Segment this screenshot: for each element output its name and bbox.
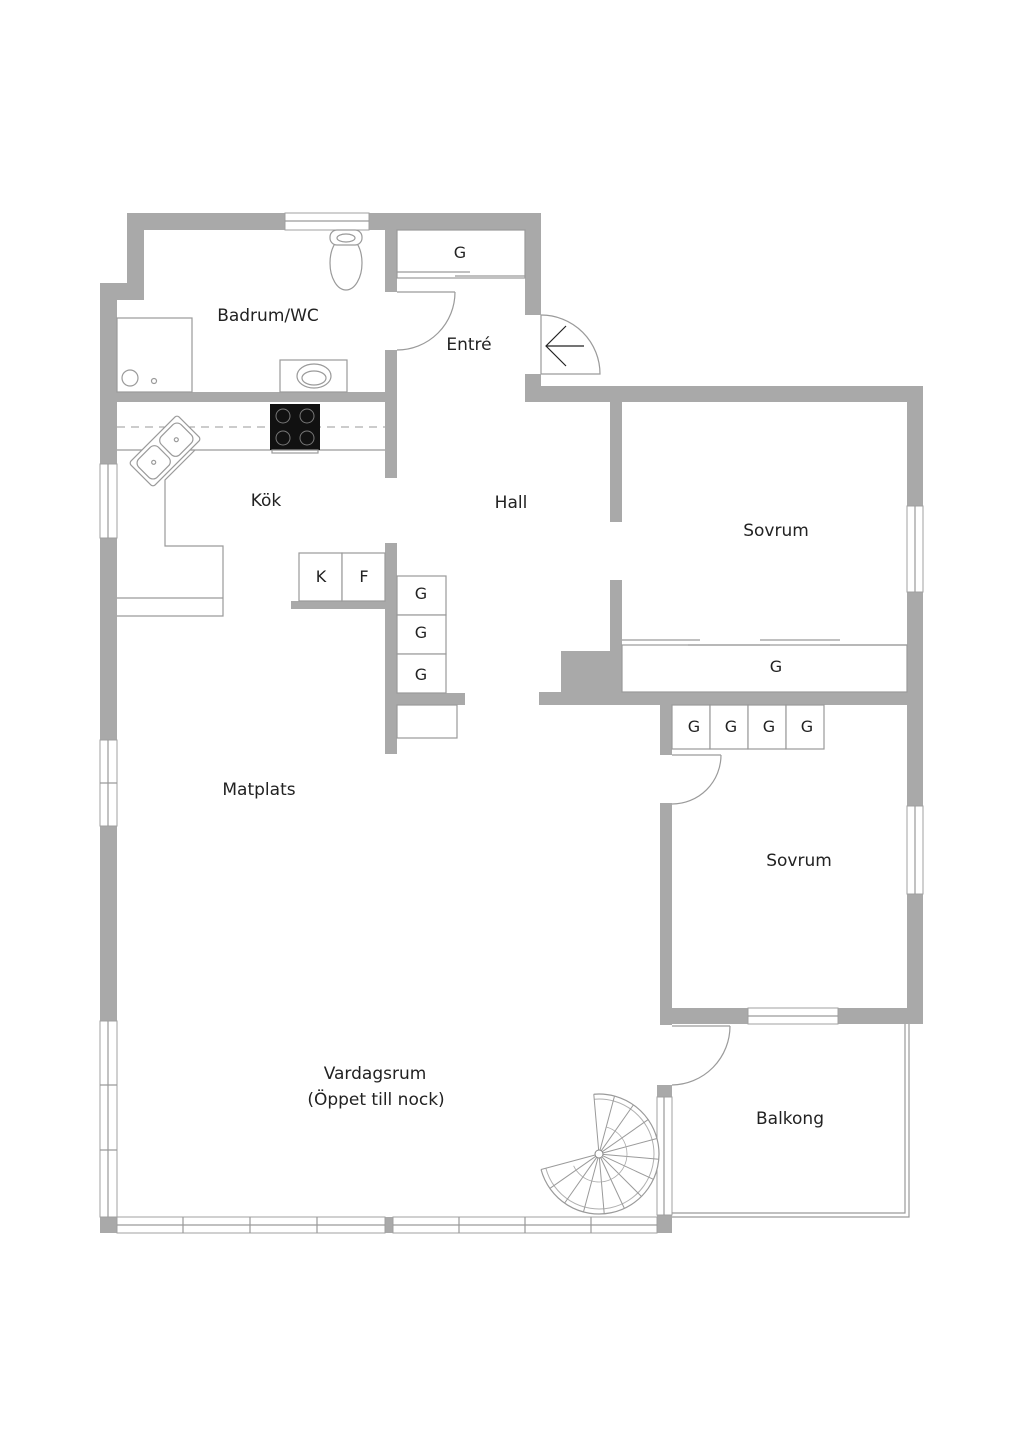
wall-sovrum1-left-upper xyxy=(610,402,622,522)
stair-tread xyxy=(582,1157,599,1213)
stair-tread xyxy=(600,1157,625,1209)
door-bathroom xyxy=(396,291,456,351)
hall-cabinet xyxy=(396,704,458,739)
closet-hall-2 xyxy=(396,614,447,655)
label-g-sovrum2-1: G xyxy=(688,717,700,736)
closet-sovrum2-1 xyxy=(671,704,711,750)
wall-sovrum1-top xyxy=(525,386,923,402)
bathroom-fixtures xyxy=(116,229,363,393)
kitchen xyxy=(117,404,385,617)
label-kyl: K xyxy=(316,567,327,586)
wall-balcony-left-upper xyxy=(657,1085,672,1097)
label-hall: Hall xyxy=(495,493,528,513)
stair-tread xyxy=(540,1154,596,1171)
entrance-wardrobe xyxy=(396,229,526,279)
stair-tread xyxy=(602,1137,658,1154)
label-matplats: Matplats xyxy=(222,780,295,800)
stair-pole xyxy=(594,1149,604,1159)
label-badrum: Badrum/WC xyxy=(217,306,319,326)
wardrobe-sovrum1 xyxy=(621,644,908,693)
hall-storage xyxy=(298,552,458,739)
label-sovrum1: Sovrum xyxy=(743,521,809,541)
wall-bath-right-lower xyxy=(385,350,397,478)
sovrum1-wardrobe xyxy=(621,639,908,693)
wall-pillar xyxy=(561,651,622,692)
stair-tread xyxy=(564,1156,598,1204)
closet-sovrum2-3 xyxy=(747,704,787,750)
wall-hall-storage xyxy=(385,543,397,754)
label-g-entre: G xyxy=(454,243,466,262)
label-frys: F xyxy=(359,567,368,586)
room-labels: Badrum/WC Entré Kök Hall Sovrum Sovrum M… xyxy=(217,306,832,1129)
sink-icon xyxy=(296,363,332,389)
label-g-hall-3: G xyxy=(415,665,427,684)
label-g-hall-1: G xyxy=(415,584,427,603)
label-g-sovrum2-4: G xyxy=(801,717,813,736)
wall-sovrum-divider xyxy=(539,692,923,705)
label-vardagsrum: Vardagsrum xyxy=(324,1064,427,1084)
label-balkong: Balkong xyxy=(756,1109,824,1129)
label-vardagsrum-note: (Öppet till nock) xyxy=(307,1088,444,1110)
label-entre: Entré xyxy=(446,335,491,355)
wall-sovrum2-left-upper xyxy=(660,705,672,755)
door-balcony xyxy=(671,1025,731,1086)
wall-bath-kitchen xyxy=(117,392,397,402)
stair-tread xyxy=(601,1156,642,1197)
wall-bath-right-upper xyxy=(385,230,397,292)
wall-hall-storage-bottom xyxy=(397,693,465,705)
closet-hall-3 xyxy=(396,653,447,694)
stair-tread xyxy=(549,1155,597,1189)
door-entrance xyxy=(540,314,601,375)
closet-sovrum2-2 xyxy=(709,704,749,750)
stair-tread xyxy=(598,1157,605,1214)
stair-tread xyxy=(601,1119,649,1153)
stair-tread xyxy=(602,1155,654,1180)
shower-drain-icon xyxy=(121,369,139,387)
closet-sovrum2-4 xyxy=(785,704,825,750)
stair-tread xyxy=(599,1095,616,1151)
storage-labels: G K F G G G G G G G G xyxy=(316,243,813,736)
label-sovrum2: Sovrum xyxy=(766,851,832,871)
freezer xyxy=(341,552,386,602)
balcony-railing xyxy=(672,1024,910,1218)
stair-handrail xyxy=(545,1098,655,1210)
wall-sovrum2-left-lower xyxy=(660,803,672,1025)
stove-icon xyxy=(270,404,320,450)
wardrobe-entre xyxy=(396,229,526,279)
label-kok: Kök xyxy=(251,491,282,511)
kitchen-sink-icon xyxy=(129,415,201,487)
label-g-sovrum2-3: G xyxy=(763,717,775,736)
stair-tread xyxy=(602,1153,659,1160)
stair-tread xyxy=(593,1094,600,1151)
door-sovrum2 xyxy=(671,754,722,805)
wall-fridge-base xyxy=(291,601,385,609)
closet-hall-1 xyxy=(396,575,447,616)
shower xyxy=(116,317,193,393)
label-g-sovrum2-2: G xyxy=(725,717,737,736)
label-g-sovrum1: G xyxy=(770,657,782,676)
spiral-stair-icon xyxy=(540,1093,660,1215)
windows xyxy=(99,212,924,1234)
sovrum2-wardrobes xyxy=(671,704,825,750)
stair-tread xyxy=(600,1104,634,1152)
doors xyxy=(396,291,731,1086)
label-g-hall-2: G xyxy=(415,623,427,642)
arrow-left-icon xyxy=(545,325,584,367)
wall-bath-left-upper xyxy=(127,213,144,300)
wall-entre-right-upper xyxy=(525,213,541,315)
stair-walk-line xyxy=(573,1126,628,1183)
